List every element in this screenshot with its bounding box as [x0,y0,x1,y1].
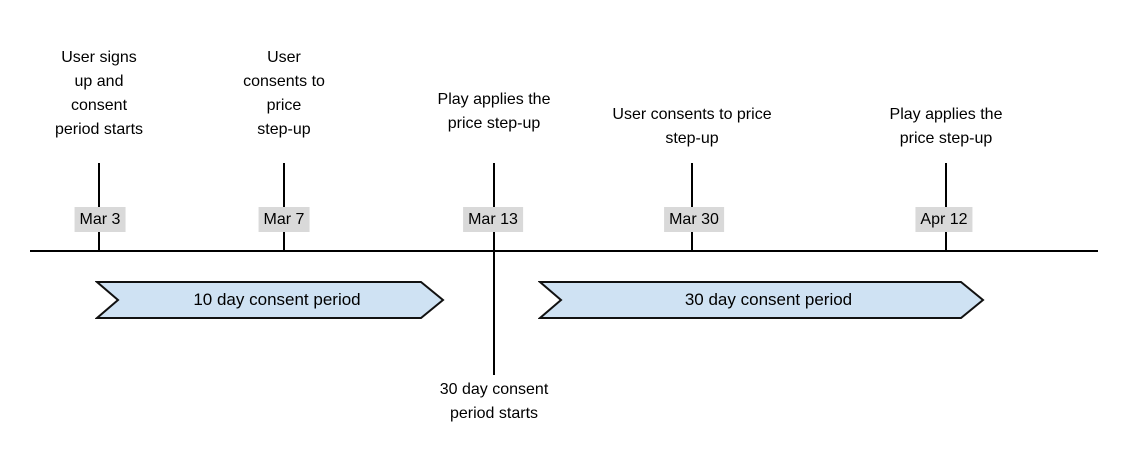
consent-period-label: 30 day consent period [684,290,853,309]
event-label-user-consents-1: User consents to price step-up [243,46,325,142]
consent-period-arrow-10day: 10 day consent period [95,280,445,320]
below-note-line: period starts [449,405,539,422]
event-label-line: Play applies the [889,106,1003,123]
timeline-axis [30,250,1098,252]
event-date-chip: Mar 13 [463,207,523,232]
event-label-line: price step-up [447,115,541,132]
event-label-line: consents to [243,73,325,90]
event-label-line: price step-up [899,130,993,147]
event-label-line: Play applies the [437,91,551,108]
event-label-line: consent [70,97,128,114]
event-date-chip: Mar 30 [664,207,724,232]
consent-period-label: 10 day consent period [193,290,361,309]
event-label-play-applies-1: Play applies the price step-up [438,88,551,136]
event-label-line: step-up [257,121,311,138]
consent-period-arrow-30day: 30 day consent period [538,280,985,320]
below-axis-connector [493,252,495,375]
event-date-chip: Apr 12 [915,207,973,232]
event-label-line: period starts [54,121,144,138]
event-label-line: User [267,49,301,66]
event-date-chip: Mar 7 [258,207,310,232]
event-label-line: step-up [665,130,719,147]
event-label-user-consents-2: User consents to price step-up [612,103,771,151]
ribbon-arrow-shape [95,281,445,319]
below-note-line: 30 day consent [439,381,549,398]
below-axis-note: 30 day consent period starts [440,378,549,426]
event-label-line: up and [74,73,124,90]
event-date-chip: Mar 3 [74,207,126,232]
event-label-play-applies-2: Play applies the price step-up [890,103,1003,151]
event-label-signup: User signs up and consent period starts [55,46,143,142]
event-label-line: price [266,97,302,114]
event-label-line: User signs [61,49,137,66]
event-label-line: User consents to price [612,106,772,123]
ribbon-arrow-shape [538,281,985,319]
